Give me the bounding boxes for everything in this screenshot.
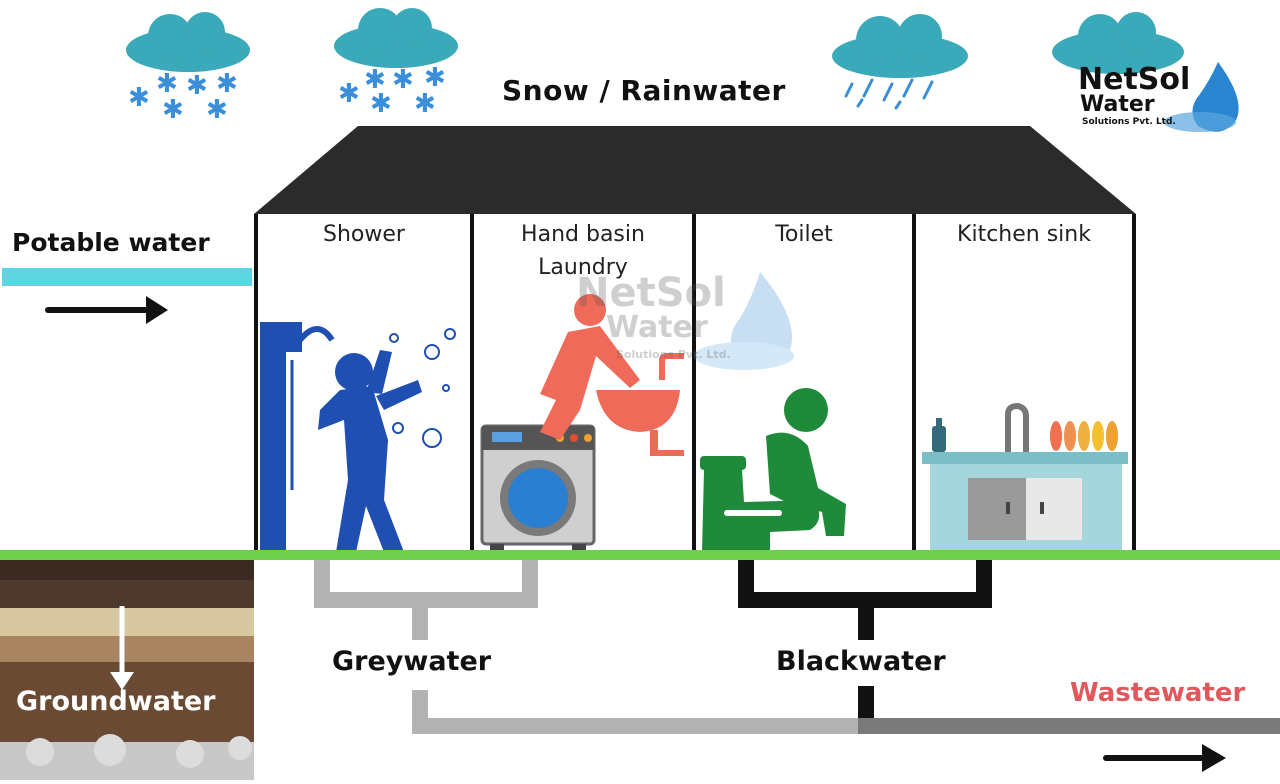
watermark-drop-icon xyxy=(694,272,794,370)
hand-basin-person-icon xyxy=(540,294,684,456)
svg-text:✱: ✱ xyxy=(392,65,414,95)
potable-water-pipe xyxy=(2,268,252,286)
svg-text:✱: ✱ xyxy=(414,89,436,119)
watermark-line2: Water xyxy=(606,310,708,345)
rain-cloud-icon xyxy=(832,14,968,110)
svg-text:✱: ✱ xyxy=(424,63,446,93)
brand-name-line2: Water xyxy=(1080,92,1155,117)
brand-logo: NetSol Water Solutions Pvt. Ltd. xyxy=(1078,62,1268,142)
toilet-person-icon xyxy=(700,388,846,552)
brand-name-line1: NetSol xyxy=(1078,62,1191,97)
svg-text:✱: ✱ xyxy=(338,79,360,109)
snow-cloud-icon: ✱✱✱✱ ✱✱ xyxy=(126,12,250,125)
room-label-shower: Shower xyxy=(323,222,405,247)
wastewater-pipe xyxy=(858,718,1280,734)
shower-person-icon xyxy=(260,322,456,552)
room-label-toilet: Toilet xyxy=(775,222,833,247)
soil-layers xyxy=(0,560,254,780)
svg-text:✱: ✱ xyxy=(364,65,386,95)
wastewater-label: Wastewater xyxy=(1070,678,1246,708)
svg-text:✱: ✱ xyxy=(156,69,178,99)
snow-cloud-icon: ✱✱✱✱ ✱✱ xyxy=(334,8,458,119)
grass-line xyxy=(0,550,1280,560)
svg-text:✱: ✱ xyxy=(206,95,228,125)
greywater-label: Greywater xyxy=(332,646,492,677)
room-label-hand-basin: Hand basin xyxy=(521,222,645,247)
groundwater-arrow xyxy=(110,606,134,690)
groundwater-label: Groundwater xyxy=(16,686,216,717)
house-walls xyxy=(254,214,1136,552)
brand-watermark: NetSol Water Solutions Pvt. Ltd. xyxy=(576,270,806,380)
potable-water-label: Potable water xyxy=(12,228,210,257)
water-drop-logo-icon xyxy=(1164,62,1239,132)
blackwater-pipe xyxy=(738,560,992,726)
watermark-tagline: Solutions Pvt. Ltd. xyxy=(616,348,731,361)
diagram-title: Snow / Rainwater xyxy=(502,74,786,107)
greywater-pipe xyxy=(314,560,860,734)
svg-text:✱: ✱ xyxy=(162,95,184,125)
wastewater-flow-arrow xyxy=(1103,744,1226,772)
room-label-laundry: Laundry xyxy=(538,255,628,280)
brand-tagline: Solutions Pvt. Ltd. xyxy=(1082,117,1176,127)
svg-text:✱: ✱ xyxy=(216,69,238,99)
washing-machine-icon xyxy=(480,424,596,552)
potable-flow-arrow xyxy=(45,296,168,324)
rain-cloud-icon xyxy=(1052,12,1184,74)
watermark-line1: NetSol xyxy=(576,270,726,316)
room-label-kitchen-sink: Kitchen sink xyxy=(957,222,1091,247)
blackwater-label: Blackwater xyxy=(776,646,946,677)
kitchen-sink-icon xyxy=(922,402,1128,552)
house-roof xyxy=(254,126,1136,214)
svg-text:✱: ✱ xyxy=(128,83,150,113)
svg-text:✱: ✱ xyxy=(186,71,208,101)
svg-text:✱: ✱ xyxy=(370,89,392,119)
